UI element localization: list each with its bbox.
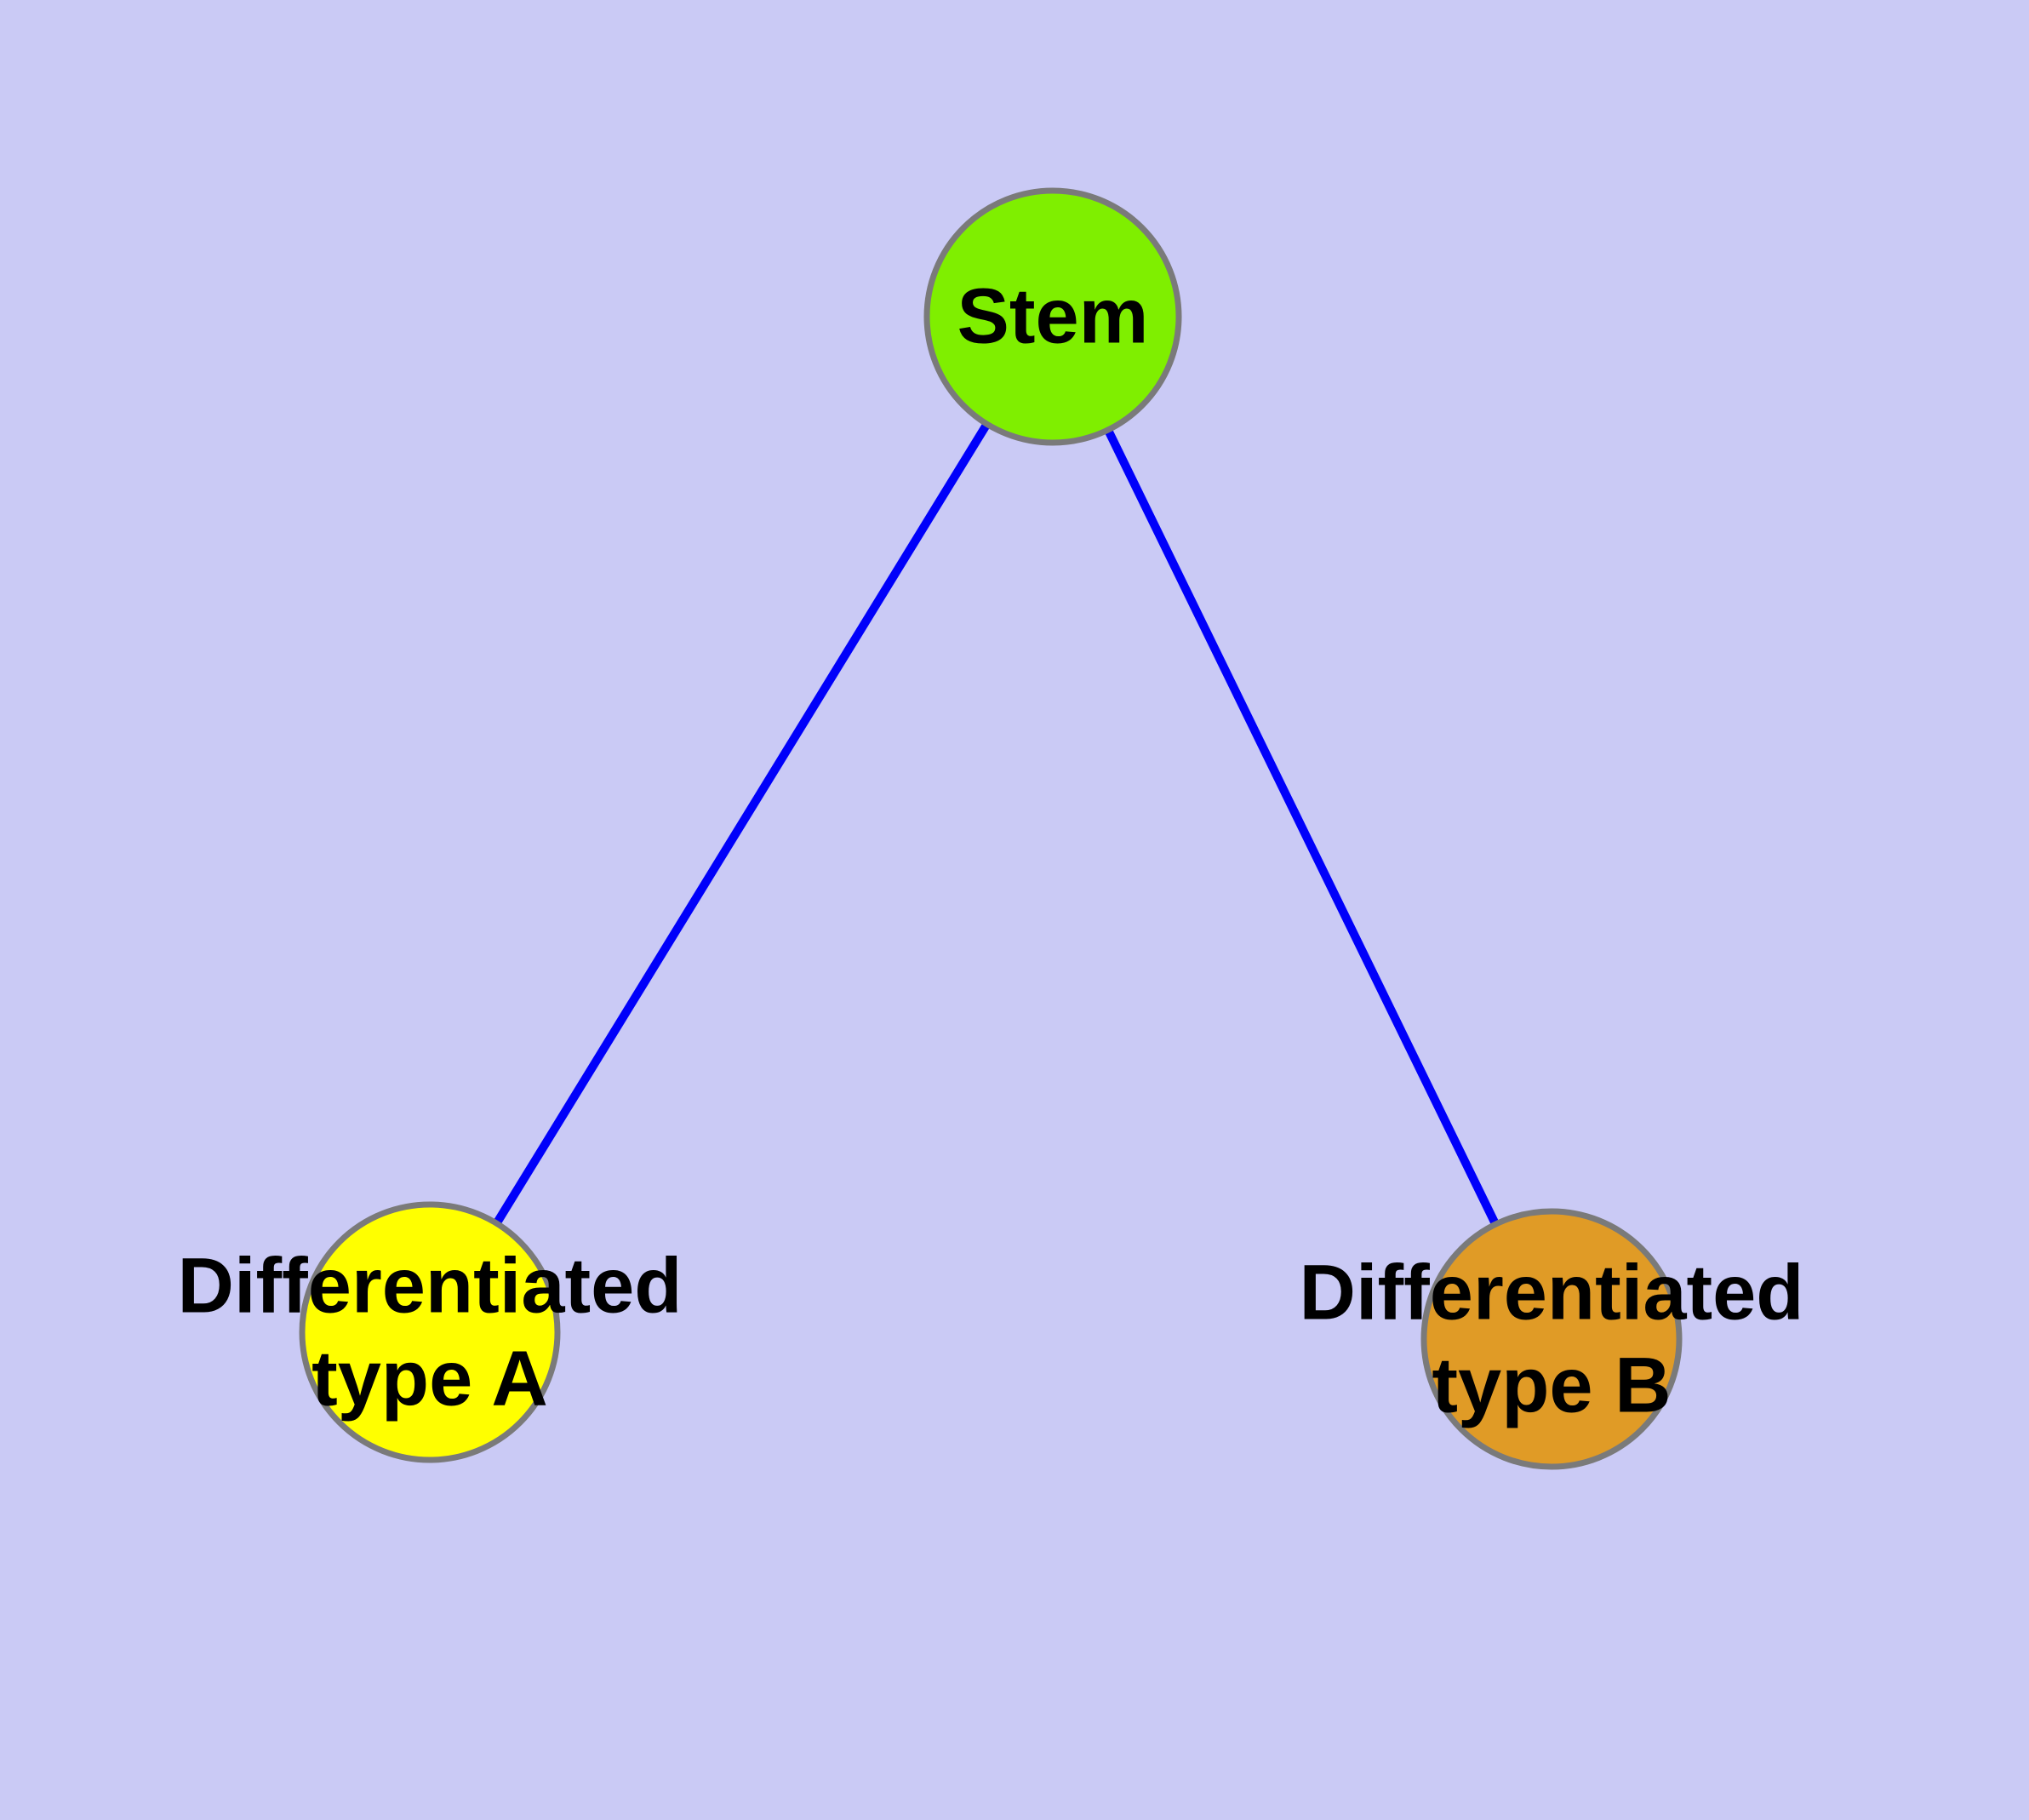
edge-stem-to-typeA xyxy=(426,314,1057,1335)
node-differentiated-type-a xyxy=(299,1201,561,1463)
node-differentiated-type-b xyxy=(1420,1208,1683,1470)
edge-stem-to-typeB xyxy=(1049,314,1556,1342)
node-stem xyxy=(923,187,1182,446)
